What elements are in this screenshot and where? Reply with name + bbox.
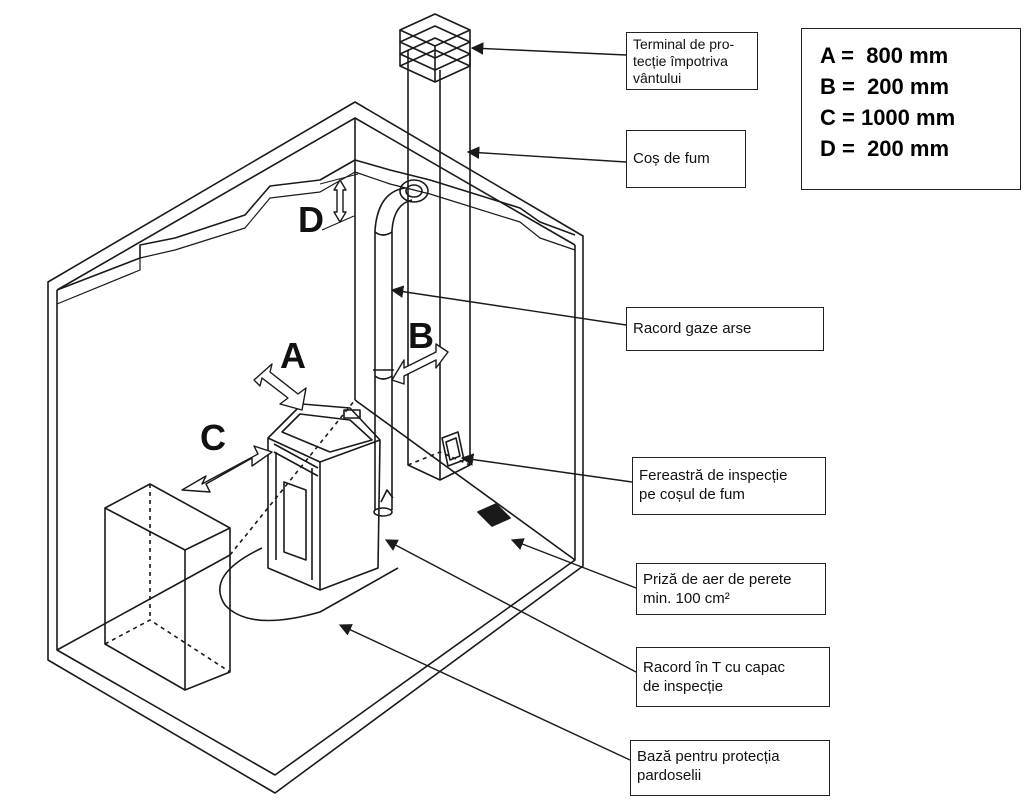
callout-air-intake: Priză de aer de perete min. 100 cm² bbox=[636, 563, 826, 615]
callout-wind-terminal: Terminal de pro- tecție împotriva vântul… bbox=[626, 32, 758, 90]
air-intake-grille bbox=[477, 503, 511, 527]
cabinet bbox=[104, 483, 231, 691]
dimension-b: B = 200 mm bbox=[820, 74, 950, 99]
leader-lines bbox=[338, 42, 637, 761]
stove bbox=[267, 403, 381, 591]
dimension-arrow-a bbox=[253, 363, 307, 411]
floor-protection-base bbox=[219, 547, 399, 622]
inspection-window bbox=[441, 431, 465, 467]
letter-c: C bbox=[200, 417, 226, 458]
callout-inspection-window: Fereastră de inspecție pe coșul de fum bbox=[632, 457, 826, 515]
chimney bbox=[407, 50, 471, 481]
letter-a: A bbox=[280, 335, 306, 376]
dimension-arrow-c bbox=[181, 445, 273, 493]
dimension-a: A = 800 mm bbox=[820, 43, 949, 68]
flue-pipe bbox=[373, 179, 429, 517]
letter-d: D bbox=[298, 199, 324, 240]
callout-flue-pipe: Racord gaze arse bbox=[626, 307, 824, 351]
callout-floor-base: Bază pentru protecția pardoselii bbox=[630, 740, 830, 796]
callout-chimney: Coș de fum bbox=[626, 130, 746, 188]
dimension-arrow-b bbox=[391, 343, 449, 385]
dimension-c: C = 1000 mm bbox=[820, 105, 956, 130]
letter-b: B bbox=[408, 315, 434, 356]
wind-terminal bbox=[399, 13, 471, 83]
dimension-arrow-d bbox=[319, 173, 359, 231]
callout-tee-fitting: Racord în T cu capac de inspecție bbox=[636, 647, 830, 707]
dimension-legend: A = 800 mm B = 200 mm C = 1000 mm D = 20… bbox=[801, 28, 1021, 190]
dimension-d: D = 200 mm bbox=[820, 136, 950, 161]
